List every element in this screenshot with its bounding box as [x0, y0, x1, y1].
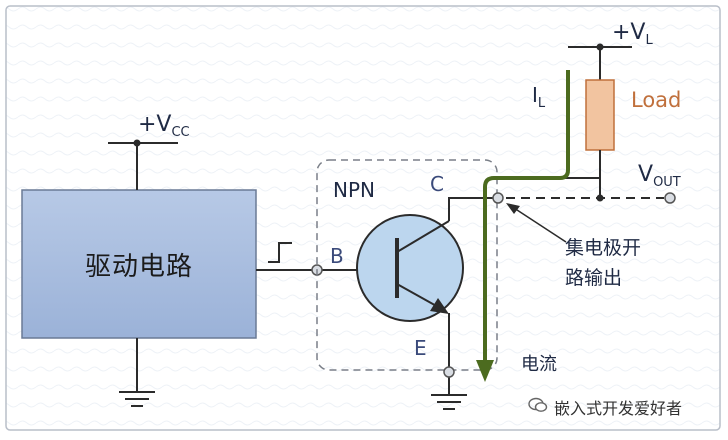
callout-arrow-icon [506, 203, 520, 214]
emitter-arrow-icon [430, 298, 449, 314]
transistor-collector-leg [396, 220, 450, 253]
watermark: 嵌入式开发爱好者 [528, 395, 682, 419]
watermark-text: 嵌入式开发爱好者 [554, 399, 683, 418]
wechat-icon [528, 397, 548, 417]
vcc-label: +VCC [138, 112, 190, 140]
load-output-node [596, 194, 604, 202]
emitter-ground-icon [431, 394, 467, 410]
callout-line [513, 207, 567, 243]
npn-package-outline [316, 159, 498, 371]
vout-label: VOUT [638, 162, 681, 190]
transistor-emitter-leg [396, 283, 441, 309]
current-arrow-icon [476, 360, 494, 382]
step-pulse-icon [268, 242, 292, 263]
vout-terminal [664, 192, 676, 204]
emitter-terminal [443, 366, 455, 378]
transistor-body [356, 214, 464, 322]
driver-ground-icon [119, 391, 155, 407]
vl-label: +VL [612, 20, 653, 48]
open-collector-label-line1: 集电极开 [565, 237, 642, 259]
collector-wire [448, 197, 498, 221]
vl-subscript: L [645, 33, 653, 48]
collector-label: C [430, 172, 444, 196]
load-resistor [585, 79, 615, 151]
base-label: B [330, 244, 344, 268]
vout-subscript: OUT [653, 175, 681, 190]
current-flow-path [483, 70, 570, 362]
vcc-prefix: +V [138, 112, 172, 137]
collector-terminal [492, 192, 504, 204]
emitter-label: E [414, 336, 427, 360]
vl-prefix: +V [612, 20, 646, 45]
driver-circuit-label: 驱动电路 [84, 251, 193, 282]
vcc-subscript: CC [171, 125, 190, 140]
npn-label: NPN [333, 178, 375, 202]
il-subscript: L [537, 96, 546, 111]
current-label: 电流 [521, 354, 557, 375]
vout-main: V [638, 162, 654, 187]
load-label: Load [631, 88, 682, 112]
open-collector-label-line2: 路输出 [565, 267, 623, 289]
il-main: I [532, 83, 538, 107]
load-current-label: IL [532, 83, 545, 111]
driver-circuit-block [21, 189, 257, 339]
vcc-node [133, 139, 141, 147]
